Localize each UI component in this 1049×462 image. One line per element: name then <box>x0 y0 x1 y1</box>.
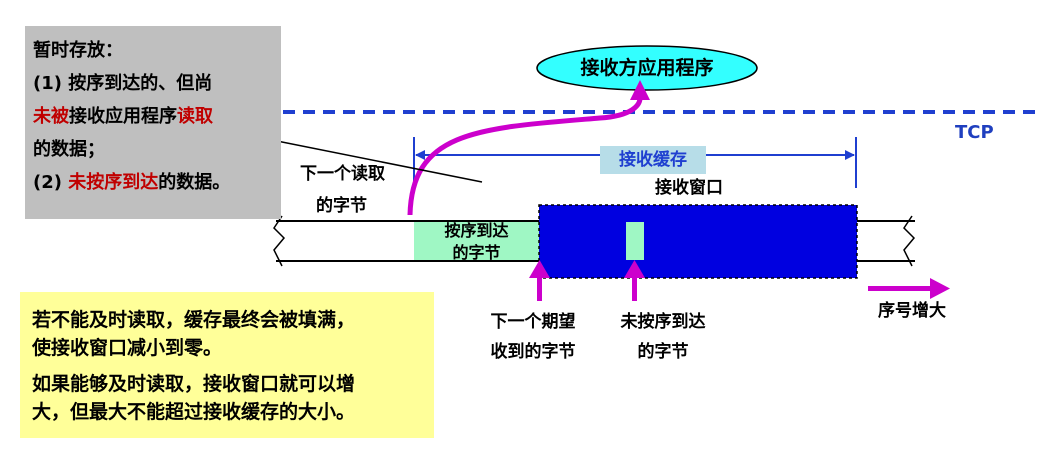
in-order-bytes-label-2: 的字节 <box>452 243 501 262</box>
note-red-out-of-order: 未按序到达 <box>68 172 159 193</box>
next-read-label-1: 下一个读取 <box>300 164 385 184</box>
out-of-order-bytes-region <box>626 222 644 260</box>
seq-arrow-shaft <box>868 286 933 291</box>
explanation-line1: 若不能及时读取，缓存最终会被填满， <box>32 309 356 331</box>
note-title: 暂时存放： <box>33 40 123 61</box>
in-order-bytes-region <box>414 222 539 260</box>
out-of-order-label-2: 的字节 <box>637 342 689 362</box>
note-app-text: 接收应用程序 <box>69 106 177 127</box>
seq-arrowhead <box>930 278 950 299</box>
receive-window-region <box>538 204 858 279</box>
explanation-line3: 如果能够及时读取，接收窗口就可以增 <box>32 373 356 395</box>
explanation-line4: 大，但最大不能超过接收缓存的大小。 <box>32 401 356 423</box>
read-curve-arrowhead <box>630 80 650 100</box>
next-expected-arrow-shaft <box>537 276 542 301</box>
stream-left-break <box>273 215 286 267</box>
next-read-label-2: 的字节 <box>316 196 367 216</box>
in-order-bytes-label-1: 按序到达 <box>444 221 509 240</box>
app-oval <box>536 45 758 91</box>
out-of-order-label-1: 未按序到达 <box>620 312 706 332</box>
note-item2-prefix: (2) <box>33 172 69 193</box>
app-oval-label: 接收方应用程序 <box>580 57 714 79</box>
next-expected-label-1: 下一个期望 <box>490 312 576 332</box>
tcp-label: TCP <box>955 122 994 143</box>
receive-buffer-label: 接收缓存 <box>600 146 706 174</box>
out-of-order-arrow-shaft <box>632 276 637 301</box>
note-item1-line3: 的数据； <box>33 139 105 160</box>
temporary-storage-note: 暂时存放： (1) 按序到达的、但尚 未被接收应用程序读取 的数据； (2) 未… <box>25 26 281 219</box>
explanation-note: 若不能及时读取，缓存最终会被填满， 使接收窗口减小到零。 如果能够及时读取，接收… <box>20 292 434 438</box>
next-expected-arrowhead <box>529 260 550 278</box>
receive-window-label: 接收窗口 <box>655 178 723 198</box>
note-red-unread: 未被 <box>33 106 69 127</box>
next-expected-label-2: 收到的字节 <box>490 342 576 362</box>
out-of-order-arrowhead <box>624 260 645 278</box>
note-item1-line2: 未被接收应用程序读取 <box>33 102 281 132</box>
pointer-line <box>261 136 483 183</box>
explanation-line2: 使接收窗口减小到零。 <box>32 337 223 359</box>
seq-increase-label: 序号增大 <box>878 301 946 321</box>
note-red-read: 读取 <box>177 106 213 127</box>
note-item2-suffix: 的数据。 <box>158 172 231 193</box>
stream-right-break <box>903 215 916 267</box>
note-item2: (2) 未按序到达的数据。 <box>33 168 281 198</box>
note-item1-line1: (1) 按序到达的、但尚 <box>33 73 213 94</box>
